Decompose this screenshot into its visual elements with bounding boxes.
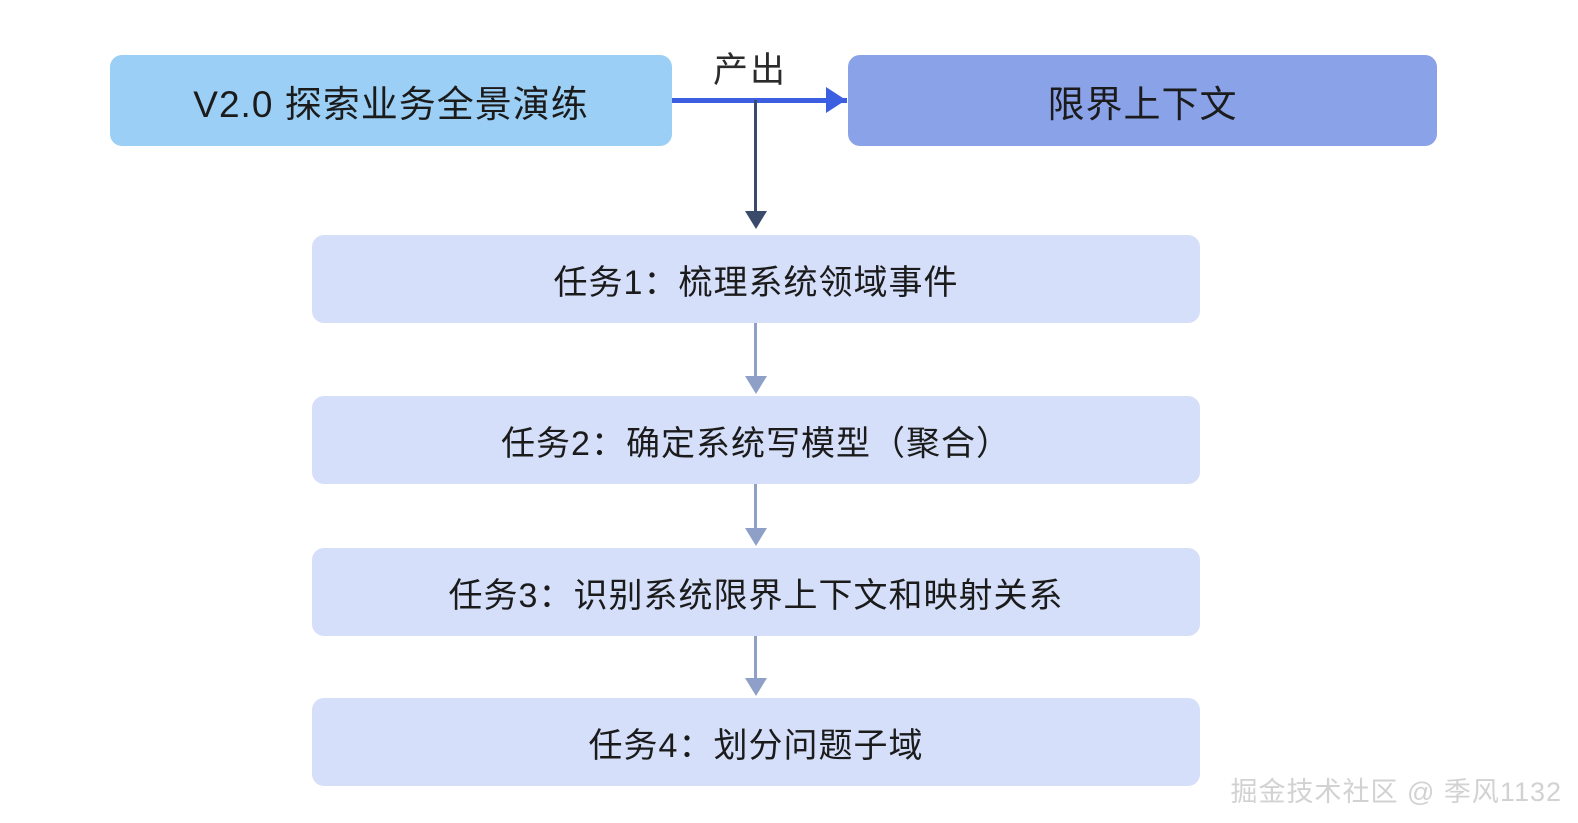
edge-label-output: 产出 [713,51,788,90]
edge-junction-to-task1-line [754,100,757,212]
edge-junction-to-task1-arrowhead [745,211,767,229]
node-task-3[interactable]: 任务3：识别系统限界上下文和映射关系 [312,548,1200,636]
node-business-exploration[interactable]: V2.0 探索业务全景演练 [110,55,672,146]
node-label: V2.0 探索业务全景演练 [193,83,589,125]
node-label: 任务2：确定系统写模型（聚合） [501,424,1011,463]
node-label: 任务4：划分问题子域 [588,726,924,765]
node-task-1[interactable]: 任务1：梳理系统领域事件 [312,235,1200,323]
edge-source-to-output-line [672,98,847,103]
edge-task1-to-task2-arrowhead [745,376,767,394]
node-bounded-context[interactable]: 限界上下文 [848,55,1437,146]
node-task-2[interactable]: 任务2：确定系统写模型（聚合） [312,396,1200,484]
edge-task2-to-task3-line [754,484,757,530]
edge-task1-to-task2-line [754,323,757,378]
node-label: 限界上下文 [1047,83,1238,125]
watermark: 掘金技术社区 @ 季风1132 [1230,777,1562,807]
node-label: 任务3：识别系统限界上下文和映射关系 [448,576,1064,615]
edge-task2-to-task3-arrowhead [745,528,767,546]
node-task-4[interactable]: 任务4：划分问题子域 [312,698,1200,786]
node-label: 任务1：梳理系统领域事件 [553,263,959,302]
edge-task3-to-task4-line [754,636,757,680]
edge-task3-to-task4-arrowhead [745,678,767,696]
edge-source-to-output-arrowhead [826,87,846,113]
